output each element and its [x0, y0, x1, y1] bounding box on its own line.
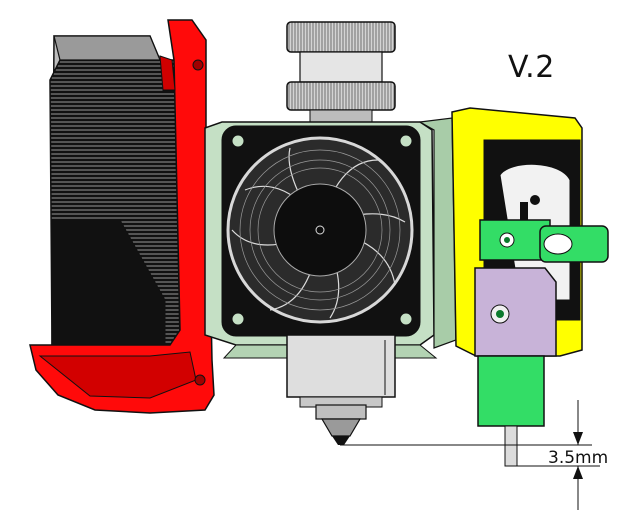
dimension-unit: mm	[575, 448, 609, 468]
probe-body-violet	[474, 267, 557, 357]
dimension-label: 3.5mm	[548, 448, 608, 468]
probe-sensor-green	[477, 355, 545, 467]
dimension-value: 3.5	[548, 448, 576, 468]
red-fan-duct	[29, 19, 215, 414]
version-label: V.2	[508, 50, 555, 85]
axial-fan-icon	[221, 125, 421, 337]
knurled-drive-gear-icon	[286, 21, 396, 125]
probe-arm-green	[479, 219, 609, 263]
nozzle-icon	[315, 404, 367, 445]
dimension-lines	[340, 400, 600, 510]
heater-block	[286, 334, 396, 408]
arrow-icon	[573, 432, 583, 479]
blower-fan-icon	[49, 35, 181, 351]
